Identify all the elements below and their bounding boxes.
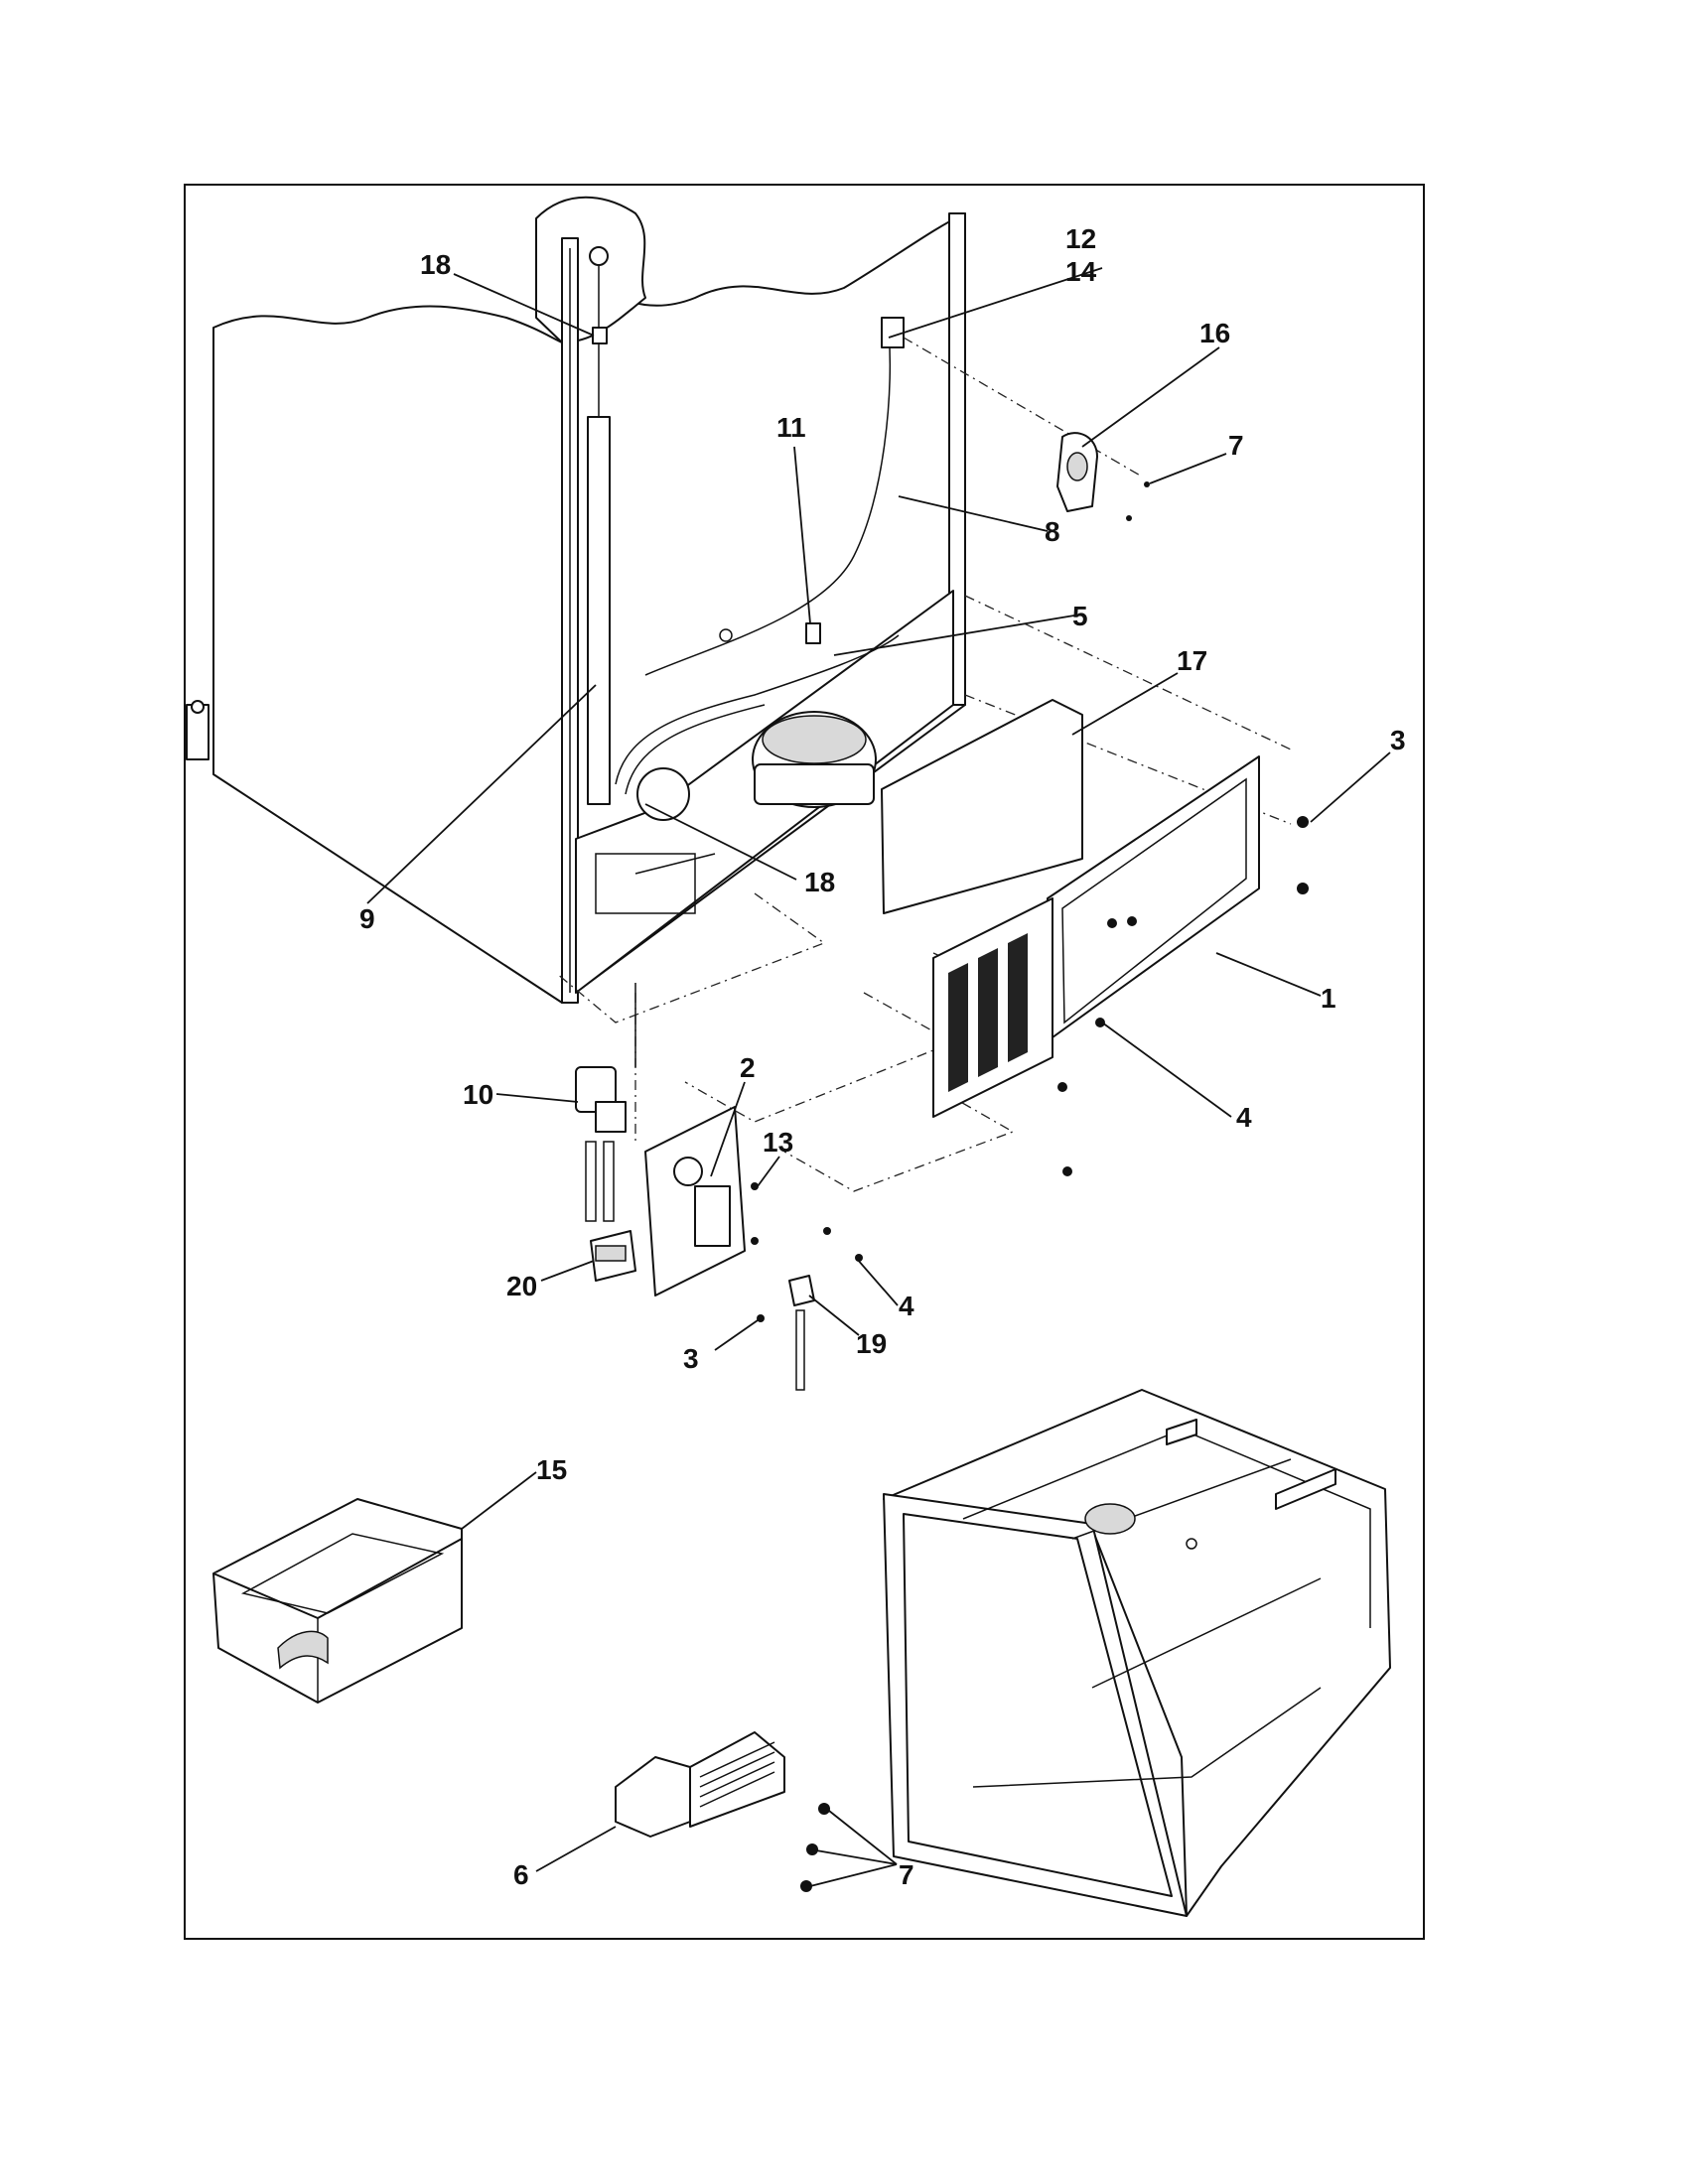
callout-4-lower: 4 — [899, 1291, 914, 1321]
part-17-insulation — [881, 699, 1083, 914]
part-15-drawer — [212, 1498, 463, 1704]
callout-4-right: 4 — [1236, 1102, 1252, 1133]
callout-7-top: 7 — [1228, 430, 1244, 461]
callouts: 18 12 14 16 11 7 8 5 17 3 18 9 1 2 10 13… — [359, 223, 1406, 1890]
condenser-grille — [932, 897, 1105, 1176]
callout-10: 10 — [463, 1079, 493, 1110]
diagram-frame — [184, 184, 1425, 1940]
callout-6: 6 — [513, 1859, 529, 1890]
cabinet-rear-assembly — [186, 196, 966, 1004]
callout-8: 8 — [1045, 516, 1060, 547]
callout-16: 16 — [1199, 318, 1230, 348]
freezer-liner — [883, 1389, 1391, 1917]
callout-18-top: 18 — [420, 249, 451, 280]
callout-3-top: 3 — [1390, 725, 1406, 755]
callout-13: 13 — [763, 1127, 793, 1158]
callout-9: 9 — [359, 903, 375, 934]
callout-3-lower: 3 — [683, 1343, 699, 1374]
callout-17: 17 — [1177, 645, 1207, 676]
callout-20: 20 — [506, 1271, 537, 1301]
part-6-icemaker — [615, 1731, 830, 1892]
leader-lines — [366, 267, 1391, 1887]
part-1-access-panel — [1047, 755, 1309, 1038]
part-10-water-valve — [575, 983, 636, 1222]
callout-5: 5 — [1072, 601, 1088, 631]
callout-14: 14 — [1065, 256, 1097, 287]
part-16-valve-bracket — [1056, 432, 1150, 521]
callout-7-bottom: 7 — [899, 1859, 914, 1890]
part-20-clip — [590, 1230, 636, 1282]
callout-18-bottom: 18 — [804, 867, 835, 897]
callout-2: 2 — [740, 1052, 756, 1083]
part-19-thermistor — [788, 1275, 815, 1391]
callout-11: 11 — [776, 412, 806, 443]
callout-1: 1 — [1321, 983, 1336, 1014]
callout-12: 12 — [1065, 223, 1096, 254]
part-2-mounting-bracket — [644, 1106, 863, 1322]
callout-15: 15 — [536, 1454, 567, 1485]
callout-19: 19 — [856, 1328, 887, 1359]
